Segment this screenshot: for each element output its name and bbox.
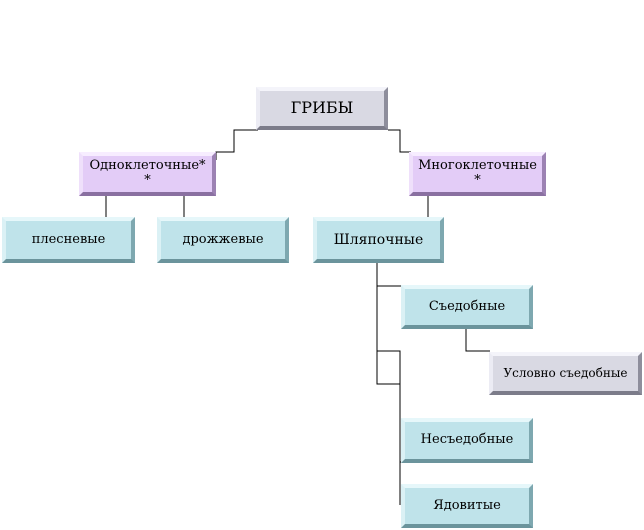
edible-label: Съедобные [428,298,506,314]
connector-cap-trunk [376,263,401,385]
connector-root-multicellular [388,129,411,153]
conditionally-edible-label: Условно съедобные [503,365,628,380]
connector-root-unicellular [215,129,258,160]
root-label: ГРИБЫ [290,98,354,118]
conditionally-edible-node: Условно съедобные [489,352,642,395]
yeast-node: дрожжевые [157,217,289,263]
inedible-node: Несъедобные [401,418,533,463]
unicellular-node: Одноклеточные* * [79,152,216,196]
poisonous-label: Ядовитые [433,497,501,513]
multicellular-label: Многоклеточные [418,158,537,174]
unicellular-label: Одноклеточные* [89,158,206,174]
yeast-label: дрожжевые [182,231,264,247]
unicellular-note: * [144,173,151,188]
multicellular-note: * [474,173,481,188]
cap-node: Шляпочные [313,217,444,263]
mold-label: плесневые [31,231,106,247]
inedible-label: Несъедобные [420,432,514,448]
connector-edible-conditional [465,329,490,352]
multicellular-node: Многоклеточные * [409,152,546,196]
edible-node: Съедобные [401,285,533,329]
mold-node: плесневые [2,217,135,263]
poisonous-node: Ядовитые [401,484,533,528]
root-node: ГРИБЫ [256,87,388,130]
cap-label: Шляпочные [333,231,424,248]
